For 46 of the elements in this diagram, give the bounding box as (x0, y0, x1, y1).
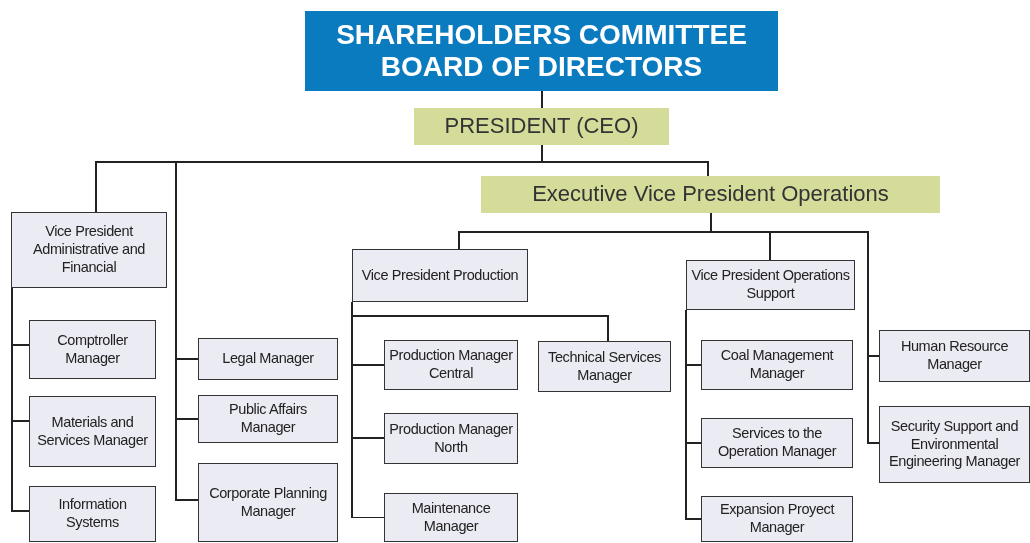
position-title: Production Manager North (388, 420, 514, 457)
position-title: Expansion Proyect Manager (718, 501, 836, 537)
position-title: Materials and Services Manager (36, 413, 149, 450)
position-title: Information Systems (57, 496, 128, 532)
position-box (481, 176, 940, 213)
position-title: Executive Vice President Operations (531, 181, 890, 208)
position-box (384, 413, 518, 464)
position-box (879, 406, 1030, 483)
position-title: Vice President Production (360, 266, 520, 285)
board-box (305, 11, 778, 91)
position-title: Legal Manager (221, 350, 315, 368)
connector-line (541, 90, 543, 109)
position-box (701, 496, 853, 542)
connector-line (685, 309, 702, 520)
position-title: Coal Management Manager (719, 347, 835, 383)
position-box (879, 330, 1030, 382)
position-box (384, 340, 518, 390)
position-box (686, 260, 855, 310)
position-title: SHAREHOLDERS COMMITTEE BOARD OF DIRECTORS (335, 18, 748, 84)
position-box (29, 486, 156, 542)
position-title: Vice President Administrative and Financial (31, 223, 147, 277)
position-box (352, 249, 528, 302)
position-box (414, 108, 669, 145)
position-box (198, 338, 338, 380)
position-title: Human Resource Manager (899, 338, 1010, 374)
position-title: Vice President Operations Support (690, 267, 851, 303)
position-title: Maintenance Manager (410, 499, 492, 536)
position-title: Public Affairs Manager (228, 401, 308, 437)
connector-line (351, 301, 385, 519)
position-title: Services to the Operation Manager (716, 425, 838, 461)
position-title: PRESIDENT (CEO) (443, 113, 640, 140)
connector-line (11, 287, 30, 512)
position-box (29, 320, 156, 379)
position-box (198, 463, 338, 542)
position-title: Security Support and Environmental Engineering Manager (887, 417, 1022, 472)
position-title: Corporate Planning Manager (208, 484, 328, 521)
position-title: Technical Services Manager (547, 348, 662, 385)
position-box (384, 493, 518, 542)
position-title: Comptroller Manager (56, 331, 129, 368)
position-box (538, 341, 671, 392)
position-box (701, 340, 853, 390)
position-box (11, 212, 167, 288)
position-box (29, 396, 156, 467)
position-box (701, 418, 853, 468)
position-box (198, 395, 338, 443)
position-title: Production Manager Central (388, 347, 514, 383)
